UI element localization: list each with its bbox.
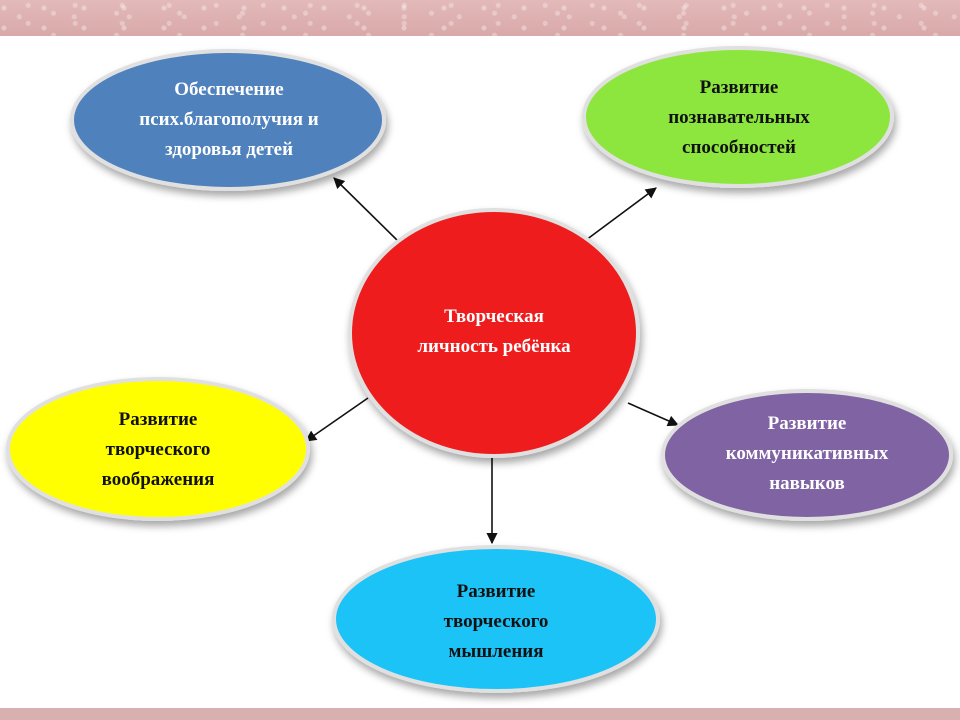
node-imagination-ellipse <box>6 377 310 521</box>
bottom-decorative-band <box>0 708 960 720</box>
top-decorative-band <box>0 0 960 36</box>
arrow-to-communication <box>627 402 680 427</box>
node-thinking-ellipse <box>332 545 660 693</box>
node-cognitive-ellipse <box>582 46 894 188</box>
arrow-to-health <box>333 177 401 244</box>
arrow-to-cognitive <box>581 187 657 244</box>
node-health-ellipse <box>70 49 386 191</box>
node-communication-ellipse <box>661 389 953 521</box>
arrow-to-imagination <box>305 397 369 442</box>
center-ellipse <box>348 208 640 458</box>
